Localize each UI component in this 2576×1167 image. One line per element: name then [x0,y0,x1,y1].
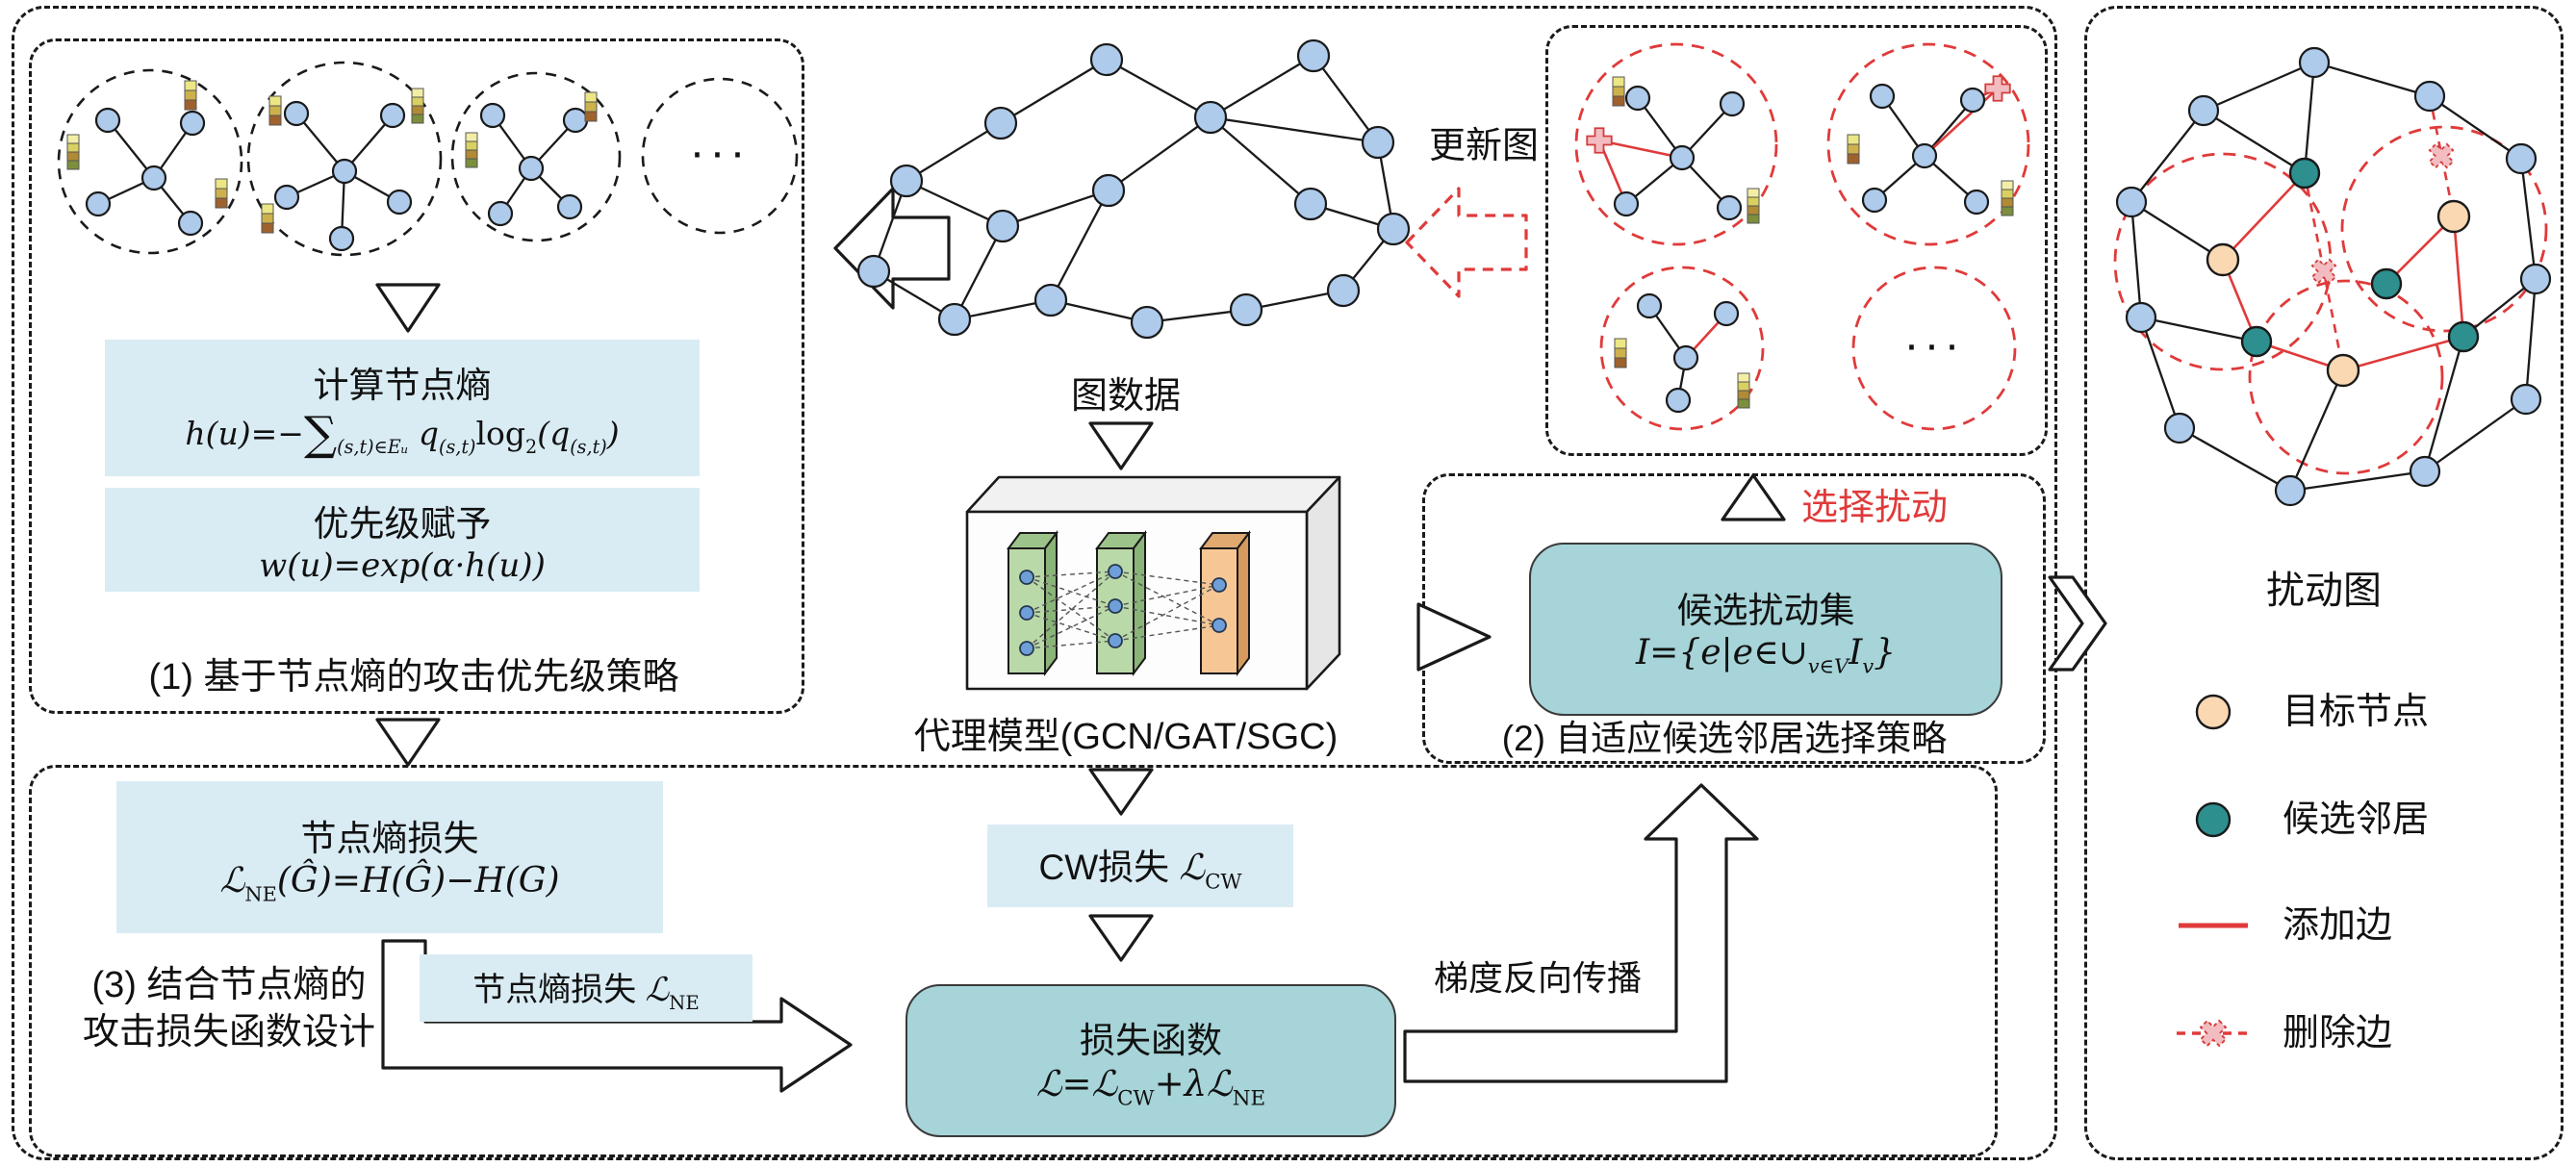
gradient-backprop-label: 梯度反向传播 [1434,958,1643,998]
priority-box-title: 优先级赋予 [313,504,492,544]
loss-function-box: 损失函数 ℒ=ℒCW+λℒNE [905,984,1396,1137]
legend-label-add-edge: 添加边 [2283,905,2393,946]
candidate-set-formula: I={e|e∈∪v∈VIv} [1635,632,1897,678]
updated-subgraphs-box [1545,25,2048,456]
perturbed-graph-title: 扰动图 [2266,570,2382,612]
graph-data-label: 图数据 [1070,376,1181,417]
update-graph-label: 更新图 [1428,126,1539,166]
ne-loss-box: 节点熵损失 ℒNE(Ĝ)=H(Ĝ)−H(G) [116,781,663,933]
cw-loss-box: CW损失 ℒCW [987,825,1293,907]
ne-loss-formula: ℒNE(Ĝ)=H(Ĝ)−H(G) [219,860,560,906]
section1-caption: (1) 基于节点熵的攻击优先级策略 [148,657,679,698]
legend-label-candidate-neighbor: 候选邻居 [2283,799,2430,840]
updated-cluster-ellipsis: ··· [1903,319,1965,370]
section2-caption: (2) 自适应候选邻居选择策略 [1501,719,1948,758]
legend-label-delete-edge: 删除边 [2283,1013,2393,1053]
select-perturbation-label: 选择扰动 [1801,488,1949,528]
ne-loss-title: 节点熵损失 [300,818,479,858]
entropy-formula-box: 计算节点熵 h(u)=−∑(s,t)∈Eᵤ q(s,t)log2(q(s,t)) [105,340,700,476]
priority-formula: w(u)=exp(α·h(u)) [259,546,546,585]
section3-box [29,765,1998,1157]
section3-caption: (3) 结合节点熵的 攻击损失函数设计 [82,965,375,1053]
entropy-formula: h(u)=−∑(s,t)∈Eᵤ q(s,t)log2(q(s,t)) [185,407,620,461]
candidate-set-title: 候选扰动集 [1676,590,1855,630]
ne-loss-arrow-label: 节点熵损失 ℒNE [420,954,752,1022]
section1-box [29,38,804,714]
legend-label-target-node: 目标节点 [2283,692,2430,732]
loss-function-title: 损失函数 [1080,1020,1222,1060]
surrogate-model-label: 代理模型(GCN/GAT/SGC) [913,717,1339,757]
priority-formula-box: 优先级赋予 w(u)=exp(α·h(u)) [105,488,700,592]
loss-function-formula: ℒ=ℒCW+λℒNE [1035,1062,1266,1111]
candidate-set-box: 候选扰动集 I={e|e∈∪v∈VIv} [1529,543,2002,716]
entropy-box-title: 计算节点熵 [313,365,492,405]
cluster-ellipsis: ··· [689,127,751,178]
